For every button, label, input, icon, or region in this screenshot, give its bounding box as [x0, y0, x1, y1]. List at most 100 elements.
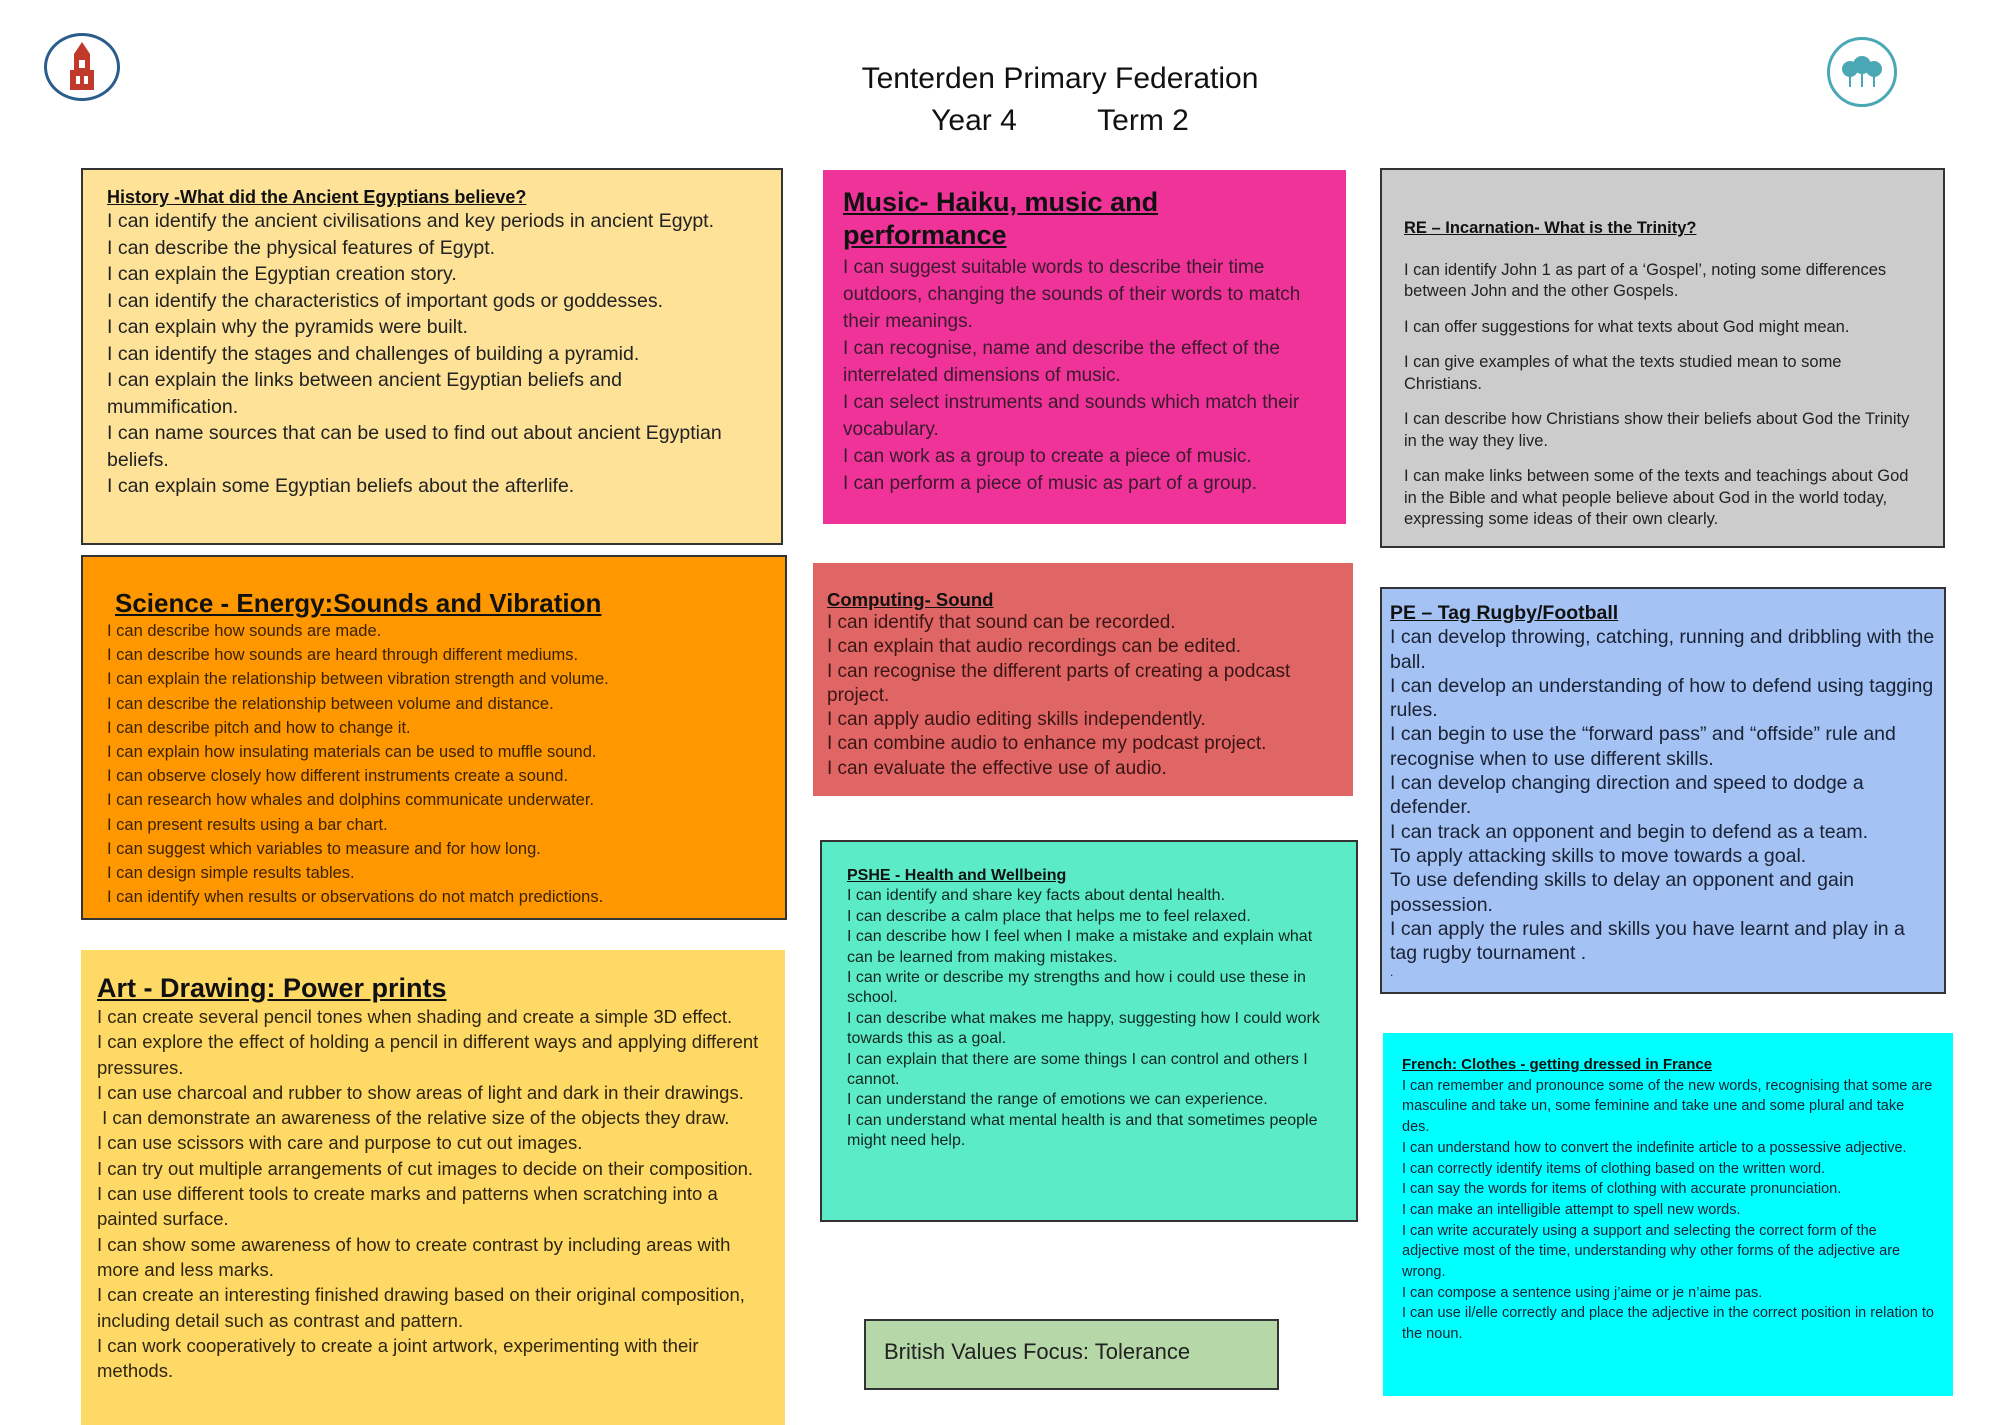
list-item: I can develop changing direction and spe…	[1390, 772, 1864, 819]
list-item: I can suggest which variables to measure…	[107, 839, 541, 858]
list-item: I can identify the stages and challenges…	[107, 342, 640, 365]
list-item: I can name sources that can be used to f…	[107, 422, 722, 471]
list-item: I can apply audio editing skills indepen…	[827, 709, 1206, 731]
year-label: Year 4	[931, 104, 1017, 137]
list-item: I can track an opponent and begin to def…	[1390, 820, 1869, 843]
page-header: Tenterden Primary Federation Year 4 Term…	[760, 58, 1360, 142]
school-name: Tenterden Primary Federation	[861, 62, 1259, 95]
list-item: I can describe the physical features of …	[107, 236, 496, 259]
french-list: I can remember and pronounce some of the…	[1402, 1076, 1934, 1345]
list-item: I can identify John 1 as part of a ‘Gosp…	[1404, 260, 1887, 301]
list-item: I can work cooperatively to create a joi…	[97, 1334, 699, 1382]
list-item: I can explain that audio recordings can …	[827, 636, 1242, 658]
history-title: History -What did the Ancient Egyptians …	[107, 187, 527, 207]
list-item: I can use scissors with care and purpose…	[97, 1132, 583, 1154]
list-item: I can identify that sound can be recorde…	[827, 612, 1176, 633]
list-item: I can describe how sounds are made.	[107, 622, 382, 640]
list-item: I can describe pitch and how to change i…	[107, 718, 411, 737]
art-panel: Art - Drawing: Power prints I can create…	[81, 950, 785, 1425]
list-item: I can correctly identify items of clothi…	[1402, 1160, 1826, 1177]
list-item: I can use charcoal and rubber to show ar…	[97, 1081, 744, 1103]
list-item: I can describe how Christians show their…	[1404, 410, 1910, 450]
list-item: I can say the words for items of clothin…	[1402, 1181, 1842, 1198]
computing-panel: Computing- Sound I can identify that sou…	[813, 563, 1353, 796]
list-item: I can design simple results tables.	[107, 864, 355, 883]
pshe-title: PSHE - Health and Wellbeing	[847, 867, 1067, 884]
list-item: I can evaluate the effective use of audi…	[827, 757, 1167, 779]
list-item: I can write accurately using a support a…	[1402, 1222, 1901, 1281]
list-item: I can use il/elle correctly and place th…	[1402, 1305, 1934, 1343]
list-item: I can understand how to convert the inde…	[1402, 1139, 1907, 1156]
pe-panel: PE – Tag Rugby/Football I can develop th…	[1380, 587, 1946, 994]
trees-icon	[1842, 56, 1882, 87]
list-item: I can develop an understanding of how to…	[1390, 674, 1934, 722]
list-item: I can identify when results or observati…	[107, 888, 604, 907]
list-item: I can identify the ancient civilisations…	[107, 210, 715, 232]
list-item: I can explore the effect of holding a pe…	[97, 1031, 759, 1078]
science-panel: Science - Energy:Sounds and Vibration I …	[81, 555, 787, 920]
list-item: I can develop throwing, catching, runnin…	[1390, 626, 1935, 673]
term-label: Term 2	[1097, 104, 1189, 137]
art-title: Art - Drawing: Power prints	[97, 973, 447, 1003]
school-logo-left	[44, 33, 120, 101]
re-panel: RE – Incarnation- What is the Trinity? I…	[1380, 168, 1945, 548]
list-item: I can identify the characteristics of im…	[107, 289, 664, 312]
list-item: I can describe a calm place that helps m…	[847, 907, 1251, 925]
pe-list: I can develop throwing, catching, runnin…	[1390, 625, 1936, 979]
list-item: I can present results using a bar chart.	[107, 815, 388, 834]
music-panel: Music- Haiku, music and performance I ca…	[823, 170, 1346, 524]
pe-title: PE – Tag Rugby/Football	[1390, 602, 1619, 624]
list-item: To apply attacking skills to move toward…	[1390, 844, 1807, 867]
list-item: I can write or describe my strengths and…	[847, 969, 1306, 1007]
computing-list: I can identify that sound can be recorde…	[827, 611, 1339, 781]
list-item: I can use different tools to create mark…	[97, 1183, 718, 1230]
list-item: I can explain the Egyptian creation stor…	[107, 263, 457, 285]
re-list: I can identify John 1 as part of a ‘Gosp…	[1404, 260, 1921, 531]
list-item: I can describe what makes me happy, sugg…	[847, 1009, 1320, 1048]
list-item: I can combine audio to enhance my podcas…	[827, 733, 1267, 755]
list-item: I can work as a group to create a piece …	[843, 446, 1252, 467]
school-logo-right	[1827, 37, 1897, 107]
list-item: I can recognise the different parts of c…	[827, 660, 1291, 706]
list-item: I can recognise, name and describe the e…	[843, 338, 1280, 386]
history-panel: History -What did the Ancient Egyptians …	[81, 168, 783, 545]
list-item: I can begin to use the “forward pass” an…	[1390, 723, 1896, 770]
list-item: I can describe how sounds are heard thro…	[107, 646, 579, 665]
list-item: I can offer suggestions for what texts a…	[1404, 317, 1850, 336]
list-item: I can try out multiple arrangements of c…	[97, 1157, 754, 1179]
list-item: I can identify and share key facts about…	[847, 887, 1226, 905]
list-item: I can show some awareness of how to crea…	[97, 1233, 731, 1280]
british-values-panel: British Values Focus: Tolerance	[864, 1319, 1279, 1390]
list-item: I can remember and pronounce some of the…	[1402, 1077, 1933, 1136]
church-tower-icon	[70, 42, 94, 90]
year-term-row: Year 4 Term 2	[760, 100, 1360, 142]
list-item: I can describe the relationship between …	[107, 694, 554, 713]
list-item: I can give examples of what the texts st…	[1404, 353, 1842, 393]
list-item: I can describe how I feel when I make a …	[847, 928, 1313, 966]
list-item: I can apply the rules and skills you hav…	[1390, 917, 1905, 965]
french-panel: French: Clothes - getting dressed in Fra…	[1383, 1033, 1953, 1396]
list-item: .	[1390, 965, 1394, 980]
science-list: I can describe how sounds are made. I ca…	[107, 619, 761, 909]
list-item: I can demonstrate an awareness of the re…	[97, 1107, 730, 1129]
list-item: I can suggest suitable words to describe…	[843, 257, 1301, 332]
music-list: I can suggest suitable words to describe…	[843, 254, 1326, 497]
list-item: I can select instruments and sounds whic…	[843, 392, 1300, 440]
pshe-panel: PSHE - Health and Wellbeing I can identi…	[820, 840, 1358, 1222]
history-list: I can identify the ancient civilisations…	[107, 208, 757, 500]
list-item: I can explain that there are some things…	[847, 1050, 1308, 1089]
french-title: French: Clothes - getting dressed in Fra…	[1402, 1056, 1713, 1073]
list-item: I can make links between some of the tex…	[1404, 467, 1909, 528]
list-item: I can explain the relationship between v…	[107, 670, 609, 689]
science-title: Science - Energy:Sounds and Vibration	[115, 588, 602, 618]
list-item: I can make an intelligible attempt to sp…	[1402, 1201, 1741, 1218]
list-item: I can observe closely how different inst…	[107, 767, 569, 786]
list-item: I can compose a sentence using j’aime or…	[1402, 1284, 1763, 1301]
list-item: To use defending skills to delay an oppo…	[1390, 869, 1855, 916]
list-item: I can understand the range of emotions w…	[847, 1091, 1268, 1109]
list-item: I can research how whales and dolphins c…	[107, 791, 595, 810]
list-item: I can understand what mental health is a…	[847, 1111, 1318, 1150]
list-item: I can explain how insulating materials c…	[107, 743, 597, 762]
re-title: RE – Incarnation- What is the Trinity?	[1404, 219, 1697, 237]
computing-title: Computing- Sound	[827, 589, 994, 610]
